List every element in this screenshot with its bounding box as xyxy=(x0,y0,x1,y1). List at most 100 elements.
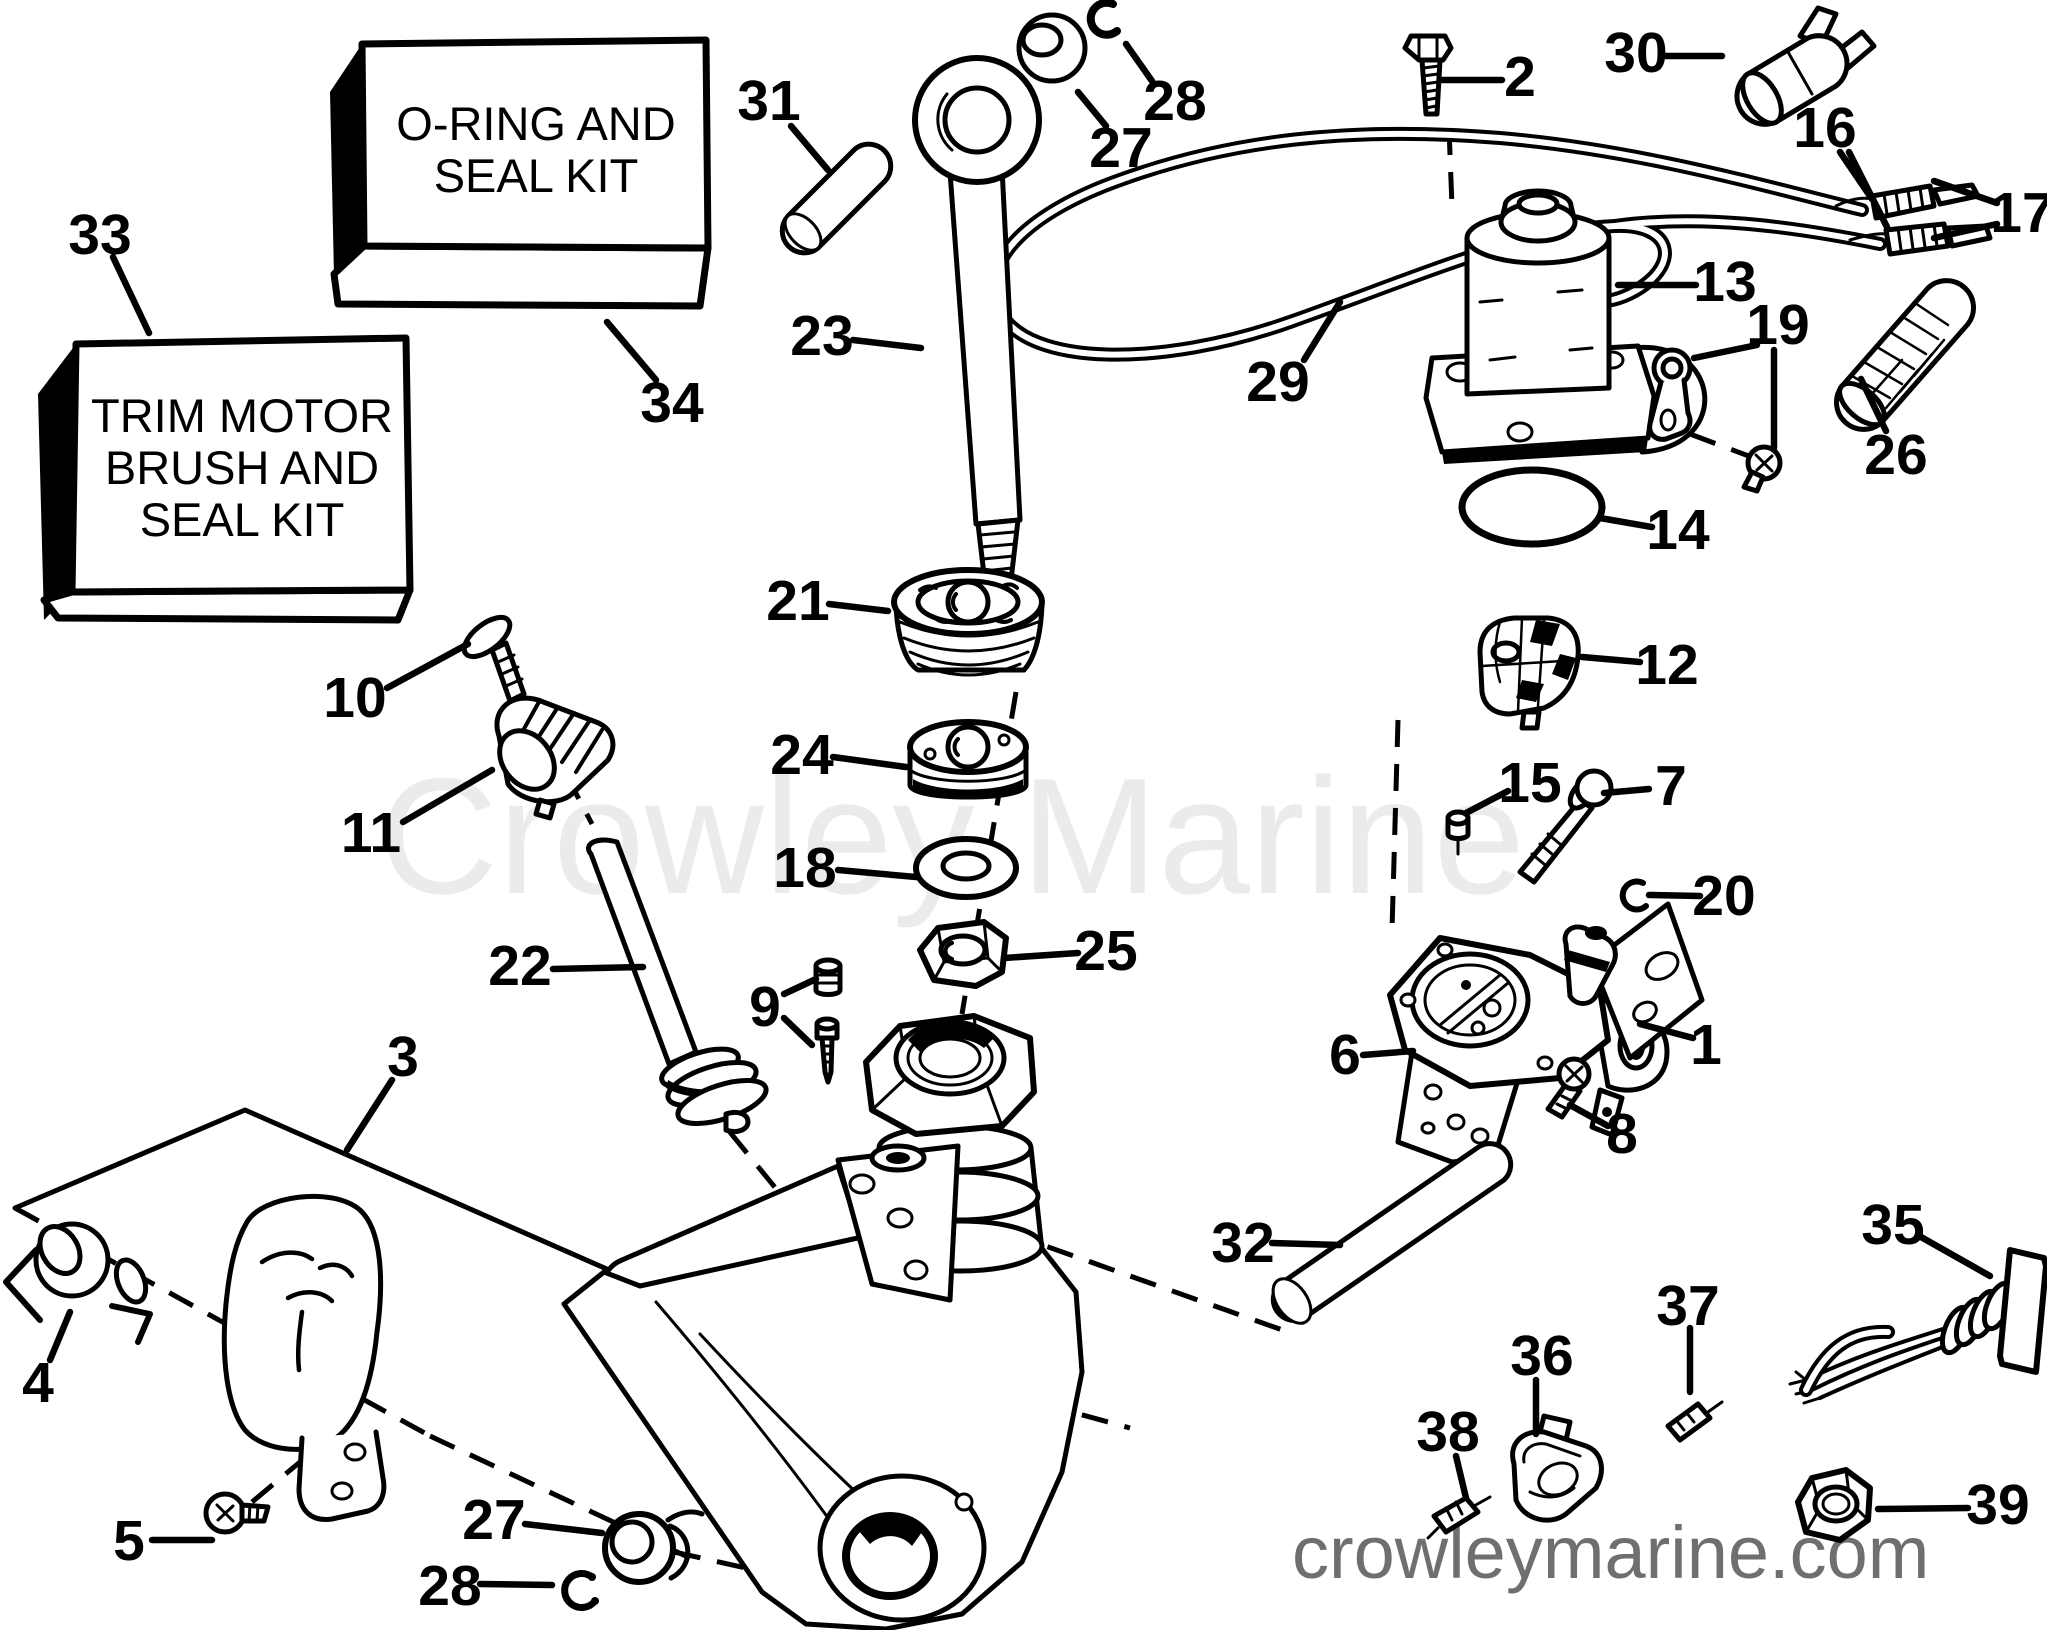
leader-line-29 xyxy=(1300,298,1344,364)
part-32-pin-rod xyxy=(1270,1141,1514,1325)
part-2-screw xyxy=(1402,33,1454,117)
kit-box-trim-line3: SEAL KIT xyxy=(140,493,345,546)
leader-line-28 xyxy=(476,1580,556,1589)
callout-29: 29 xyxy=(1246,350,1309,414)
leader-line-8 xyxy=(1566,1101,1612,1130)
part-10-screw xyxy=(461,614,527,704)
part-39-nut xyxy=(1795,1467,1873,1543)
part-4-seal-and-cap xyxy=(3,1221,153,1345)
leader-line-11 xyxy=(399,766,496,826)
part-23-tilt-rod xyxy=(912,55,1042,611)
part-31-pin xyxy=(779,141,894,256)
part-37-terminal xyxy=(1665,1400,1724,1443)
callout-25: 25 xyxy=(1074,919,1137,983)
leader-line-35 xyxy=(1917,1233,1994,1280)
trim-motor-cover xyxy=(221,1193,387,1522)
leader-line-25 xyxy=(1000,949,1082,962)
callout-27: 27 xyxy=(1089,116,1152,180)
part-26-braided-sleeve xyxy=(1834,278,1976,432)
leader-line-23 xyxy=(849,336,925,352)
callout-31: 31 xyxy=(737,69,800,133)
part-20-snap-ring xyxy=(1619,878,1649,913)
callout-4: 4 xyxy=(22,1351,54,1415)
callout-1: 1 xyxy=(1690,1013,1722,1077)
part-21-end-cap xyxy=(891,567,1045,677)
callout-21: 21 xyxy=(766,569,829,633)
leader-line-32 xyxy=(1268,1239,1344,1249)
callout-22: 22 xyxy=(488,934,551,998)
leader-line-27 xyxy=(1074,88,1110,130)
leader-line-34 xyxy=(603,318,660,384)
part-11-seal-plug xyxy=(494,695,616,821)
callout-18: 18 xyxy=(773,836,836,900)
leader-line-17 xyxy=(1930,177,2001,207)
part-27-bushing-top xyxy=(1016,12,1088,84)
part-27-grommet-bottom xyxy=(602,1509,705,1585)
callout-15: 15 xyxy=(1498,751,1561,815)
leader-lines xyxy=(46,40,2001,1589)
leader-line-4 xyxy=(46,1308,74,1364)
leader-line-22 xyxy=(549,963,647,973)
leader-line-24 xyxy=(829,753,910,771)
leader-line-31 xyxy=(787,122,832,174)
leader-line-15 xyxy=(1462,787,1512,817)
kit-box-oring-seal: O-RING AND SEAL KIT xyxy=(330,36,712,310)
callout-26: 26 xyxy=(1864,423,1927,487)
part-1-gasket-and-valve xyxy=(1562,901,1705,1061)
callout-3: 3 xyxy=(387,1025,419,1089)
callout-12: 12 xyxy=(1635,633,1698,697)
part-36-connector xyxy=(1510,1413,1604,1523)
part-5-screw xyxy=(203,1491,271,1535)
callout-33: 33 xyxy=(68,203,131,267)
leader-line-27 xyxy=(521,1520,606,1537)
leader-line-20 xyxy=(1645,891,1704,900)
leader-line-21 xyxy=(825,600,892,615)
part-25-nut xyxy=(917,919,1009,989)
leader-line-38 xyxy=(1452,1452,1470,1502)
callout-11: 11 xyxy=(341,801,401,865)
kit-box-trim-line2: BRUSH AND xyxy=(105,441,379,494)
callout-37: 37 xyxy=(1656,1274,1719,1338)
callout-35: 35 xyxy=(1861,1193,1924,1257)
leader-line-19 xyxy=(1690,341,1761,362)
callout-2: 2 xyxy=(1504,45,1536,109)
part-28-snap-ring-bottom xyxy=(561,1570,599,1611)
leader-line-16 xyxy=(1845,148,1891,231)
kit-box-trim-line1: TRIM MOTOR xyxy=(91,389,393,442)
leader-line-9 xyxy=(780,1014,816,1049)
part-38-terminal xyxy=(1426,1495,1492,1540)
callout-24: 24 xyxy=(770,723,834,787)
leader-line-18 xyxy=(834,866,920,881)
leader-line-6 xyxy=(1359,1047,1417,1059)
callout-10: 10 xyxy=(323,666,386,730)
part-6-pump-body xyxy=(1387,935,1670,1165)
callout-8: 8 xyxy=(1606,1102,1638,1166)
callout-27: 27 xyxy=(462,1488,525,1552)
part-15-valve xyxy=(1445,809,1471,856)
part-13-trim-motor xyxy=(1423,188,1708,464)
callout-5: 5 xyxy=(113,1509,145,1573)
leader-line-14 xyxy=(1596,514,1656,531)
callout-28: 28 xyxy=(418,1554,481,1618)
part-19-ring-terminal-screw xyxy=(1647,347,1783,494)
part-18-washer xyxy=(913,836,1019,900)
leader-line-28 xyxy=(1122,40,1156,85)
leader-line-17 xyxy=(1930,220,2001,242)
leader-line-12 xyxy=(1578,653,1644,666)
callout-38: 38 xyxy=(1416,1400,1479,1464)
callout-28: 28 xyxy=(1143,69,1206,133)
kit-box-oring-line1: O-RING AND xyxy=(396,97,675,150)
callout-30: 30 xyxy=(1604,21,1667,85)
part-30-connector xyxy=(1734,5,1877,127)
leader-line-7 xyxy=(1600,785,1653,797)
leader-line-39 xyxy=(1874,1504,1972,1513)
callout-6: 6 xyxy=(1329,1023,1361,1087)
callout-20: 20 xyxy=(1692,864,1755,928)
callout-7: 7 xyxy=(1655,754,1687,818)
callout-numbers: 1234567891011121314151617181920212223242… xyxy=(22,21,2047,1618)
main-housing xyxy=(561,1013,1085,1630)
callout-32: 32 xyxy=(1211,1211,1274,1275)
callout-9: 9 xyxy=(749,975,781,1039)
leader-line-1 xyxy=(1636,1020,1697,1042)
